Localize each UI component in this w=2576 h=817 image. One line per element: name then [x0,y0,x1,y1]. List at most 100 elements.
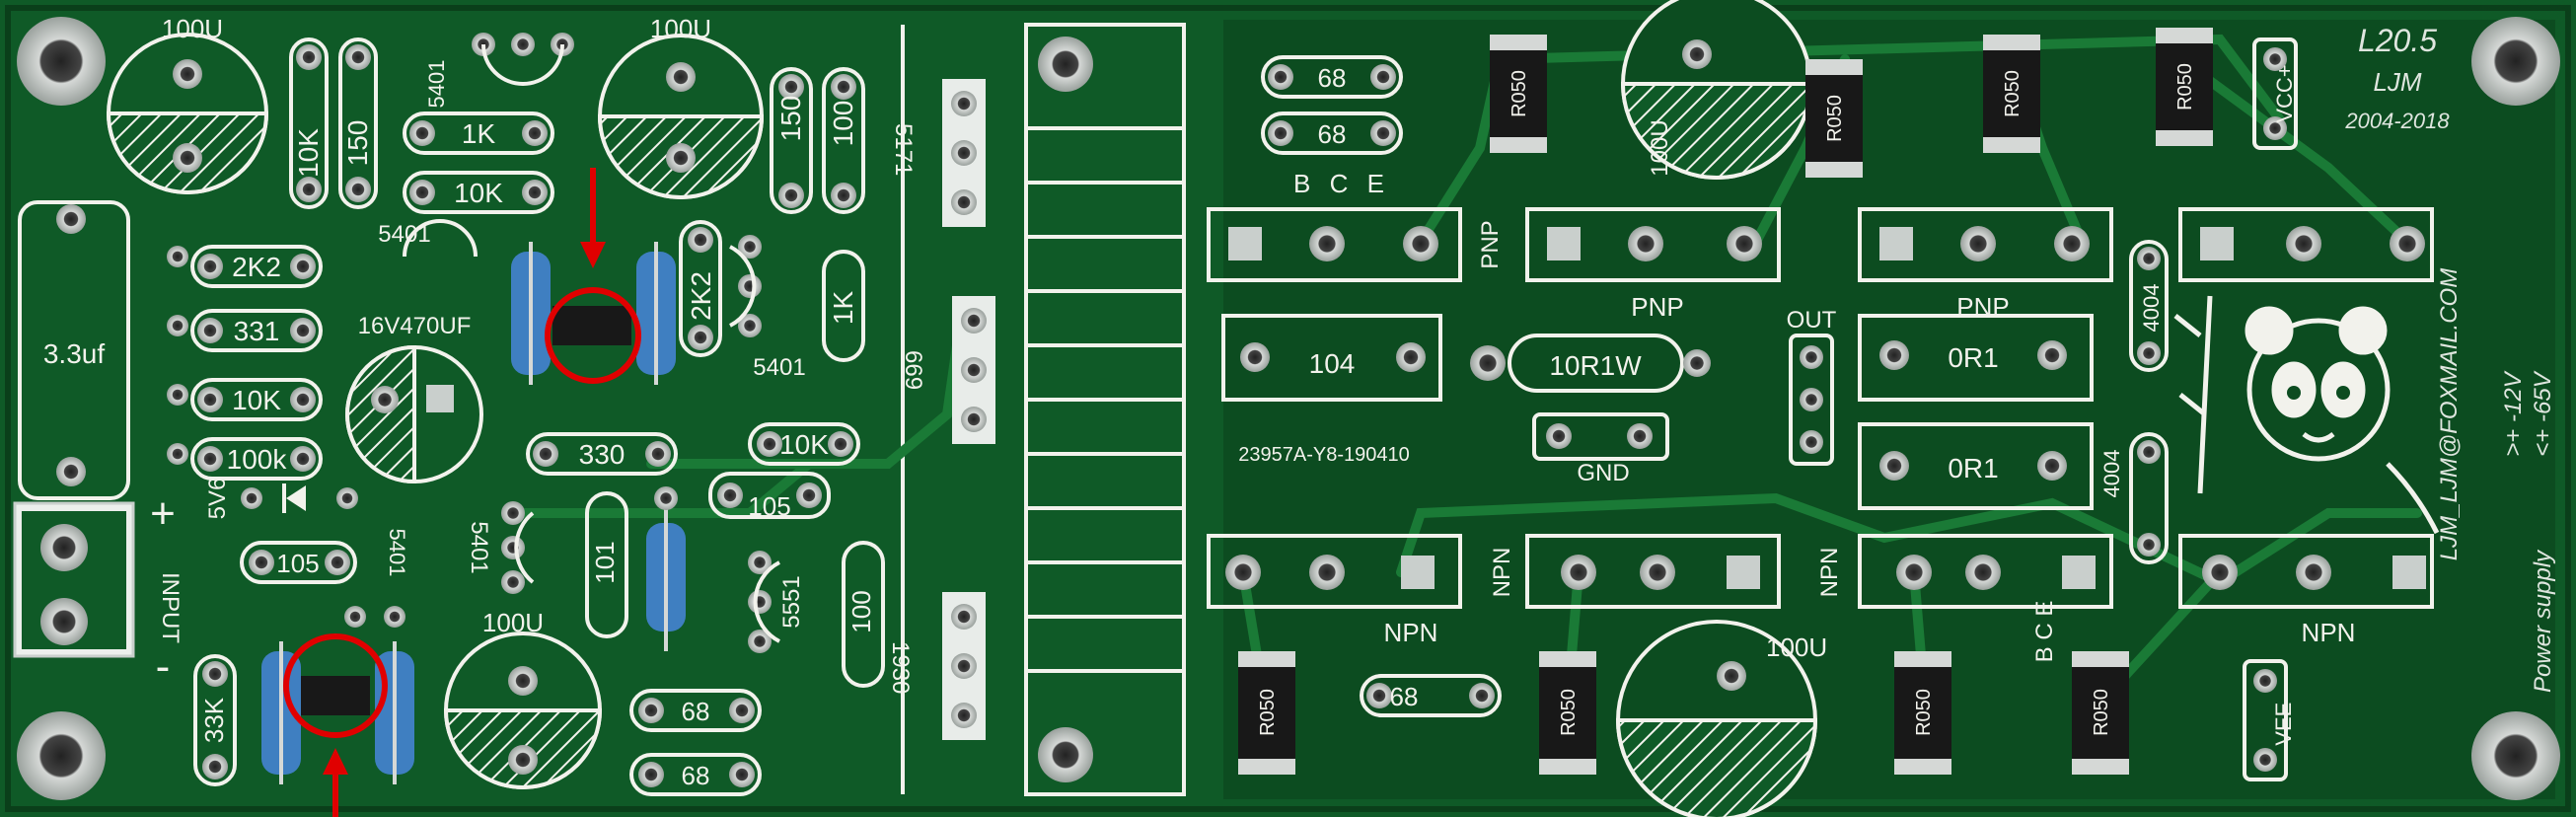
capacitor-3-3uf: 3.3uf [18,200,130,500]
capacitor-100u-top-center: 100U [597,14,765,199]
board-author: LJM [2373,67,2421,97]
input-terminal-block: INPUT + - [13,489,184,691]
label-r10r1w: 10R1W [1549,350,1642,381]
capacitor-16v470uf: 16V470UF [345,313,483,484]
label-pnp-1: PNP [1477,220,1504,268]
label-r68-b: 68 [1318,119,1347,149]
to126-transistors: 5171 669 1930 [887,79,995,740]
label-r68-e: 68 [1390,682,1419,711]
label-z5v6: 5V6 [204,478,231,520]
board-outline [5,5,2571,812]
label-input-plus: + [150,489,176,538]
label-q5171: 5171 [890,123,917,176]
label-pnp-2: PNP [1631,292,1683,322]
label-r150-a: 150 [342,120,373,167]
label-r1k-b: 1K [828,291,858,326]
label-bce-top: B C E [1293,169,1390,198]
label-t5401-b: 5401 [378,221,430,248]
power-title: Power supply [2530,549,2556,693]
label-input: INPUT [157,572,184,643]
board-header: L20.5 LJM 2004-2018 [2344,23,2450,133]
label-r100-a: 100 [828,101,858,147]
label-gnd: GND [1577,460,1629,486]
label-q669: 669 [900,350,926,390]
label-npn-3: NPN [1816,548,1843,598]
label-r100k: 100k [227,444,288,475]
label-r68-d: 68 [682,761,710,790]
label-r10k-b: 10K [454,178,503,208]
label-t5401-e: 5401 [466,521,492,573]
resistor-footprints-right [1221,37,2298,781]
right-edge-text: LJM_LJM@FOXMAIL.COM >+ -12V <+ -65V Powe… [2436,268,2556,693]
label-r100-b: 100 [846,590,876,632]
label-bce-bottom: B C E [2031,601,2058,663]
label-t5401-a: 5401 [424,60,449,109]
smd-resistors-r050: R050 R050 R050 R050 R050 R050 [1238,28,2213,775]
label-q1930: 1930 [887,641,914,694]
power-pos: <+ -65V [2530,370,2556,456]
label-r330: 330 [579,439,626,470]
smd-chip-lower [261,633,414,817]
capacitor-100u-top-right: 100U [1620,0,1813,180]
arrow-up-icon [323,748,348,775]
author-email: LJM_LJM@FOXMAIL.COM [2436,268,2463,560]
label-npn-4: NPN [2302,618,2356,647]
capacitor-100u-top-left: 100U [106,14,269,194]
label-vcc: VCC+ [2272,64,2297,122]
label-r050-8: R050 [2091,689,2112,736]
serial-number: 23957A-Y8-190410 [1238,444,1409,466]
label-c100u-b: 100U [650,14,711,43]
label-t5401-d: 5401 [385,529,409,577]
label-c100u-c: 100U [482,608,544,637]
label-npn-1: NPN [1384,618,1438,647]
through-hole-pads-right [1240,47,2287,772]
label-t5551: 5551 [778,575,805,628]
arrow-down-icon [580,242,606,268]
panda-logo [2173,295,2440,535]
label-r10k-c: 10K [232,385,281,415]
label-r2k2-b: 2K2 [686,271,716,321]
board-years: 2004-2018 [2344,109,2450,133]
label-c104: 104 [1309,348,1356,379]
label-r050-1: R050 [1509,70,1530,117]
label-d4004-a: 4004 [2139,284,2164,333]
label-r1k-a: 1K [462,118,496,149]
resistor-blue-mid [646,486,686,651]
label-c100u-a: 100U [162,14,223,43]
zener-diode-5v6 [241,483,358,513]
label-c33: 3.3uf [43,338,105,369]
smd-chip-upper [511,168,676,385]
label-r68-a: 68 [1318,63,1347,93]
power-neg: >+ -12V [2500,370,2527,456]
label-r050-7: R050 [1913,689,1935,736]
label-r050-4: R050 [2174,63,2196,111]
label-r10k-a: 10K [293,128,324,178]
label-r331: 331 [234,316,280,346]
label-r0r1-b: 0R1 [1948,453,1998,483]
through-hole-pads-left [167,33,856,787]
capacitor-100u-bottom-right: 100U [1615,620,1827,817]
label-r33k: 33K [199,697,229,743]
label-npn-2: NPN [1489,548,1515,598]
right-silkscreen-labels: 68 68 B C E 104 10R1W OUT 0R1 0R1 4004 4… [1238,63,2297,746]
label-r050-3: R050 [2002,70,2024,117]
label-r0r1-a: 0R1 [1948,342,1998,373]
label-r050-5: R050 [1257,689,1279,736]
label-c470: 16V470UF [358,313,472,339]
left-silkscreen-labels: 10K 150 5401 1K 10K 150 100 2K2 331 10K … [199,60,876,790]
power-transistors-npn: NPN NPN NPN NPN B C E [1207,534,2434,663]
label-c100u-e: 100U [1766,632,1827,662]
to92-outlines [403,43,780,643]
highlight-circle-lower [283,633,388,738]
mounting-holes [17,17,2560,800]
resistor-footprints-left [190,37,885,796]
capacitor-100u-bottom-left: 100U [443,608,603,789]
label-r105-b: 105 [276,549,319,578]
label-r10k-d: 10K [779,429,829,460]
highlight-circle-upper [545,287,641,384]
board-model: L20.5 [2358,23,2437,58]
label-r2k2-a: 2K2 [232,252,281,282]
label-input-minus: - [156,642,171,691]
label-c100u-d: 100U [1647,119,1673,176]
